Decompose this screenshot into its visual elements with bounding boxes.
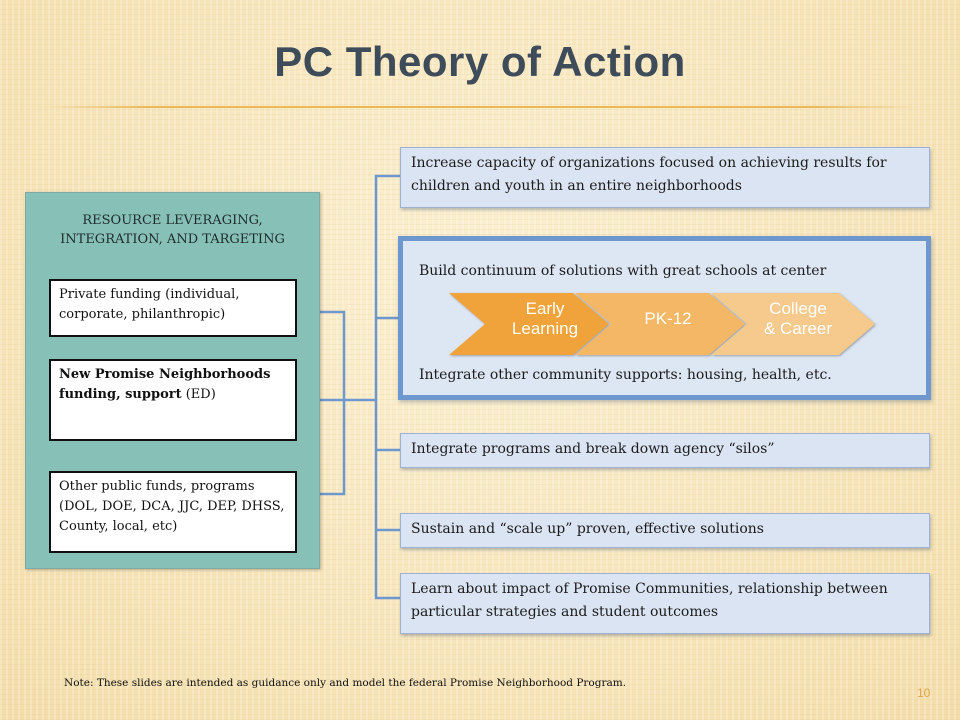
chevron-pk12 bbox=[575, 293, 745, 355]
outcome-learn-text: Learn about impact of Promise Communitie… bbox=[411, 581, 888, 620]
private-funding-text: Private funding (individual, corporate, … bbox=[59, 287, 240, 322]
outcome-capacity: Increase capacity of organizations focus… bbox=[400, 147, 930, 208]
outcome-integrate: Integrate programs and break down agency… bbox=[400, 433, 930, 468]
chevron-early-label: Early Learning bbox=[485, 299, 605, 339]
chevron-college-line2: & Career bbox=[763, 319, 833, 338]
promise-funding-agency: (ED) bbox=[181, 387, 216, 402]
chevron-pk12-line1: PK-12 bbox=[644, 309, 692, 328]
footnote: Note: These slides are intended as guida… bbox=[64, 677, 627, 689]
promise-funding-bold: New Promise Neighborhoods funding, suppo… bbox=[59, 367, 271, 402]
outcome-sustain-text: Sustain and “scale up” proven, effective… bbox=[411, 521, 764, 537]
resource-panel: RESOURCE LEVERAGING, INTEGRATION, AND TA… bbox=[25, 192, 320, 569]
continuum-bottom-text: Integrate other community supports: hous… bbox=[419, 367, 832, 383]
outcome-learn: Learn about impact of Promise Communitie… bbox=[400, 573, 930, 634]
outcome-integrate-text: Integrate programs and break down agency… bbox=[411, 441, 775, 457]
public-funding-box: Other public funds, programs (DOL, DOE, … bbox=[49, 471, 297, 553]
slide-title: PC Theory of Action bbox=[274, 38, 686, 85]
connector-private bbox=[296, 310, 346, 496]
continuum-box: Build continuum of solutions with great … bbox=[398, 236, 931, 400]
promise-funding-box: New Promise Neighborhoods funding, suppo… bbox=[49, 359, 297, 441]
outcome-capacity-text: Increase capacity of organizations focus… bbox=[411, 155, 887, 194]
page-number: 10 bbox=[917, 686, 931, 700]
chevron-pk12-label: PK-12 bbox=[613, 309, 723, 329]
chevron-early-line1: Early bbox=[525, 299, 565, 318]
chevron-early-learning bbox=[449, 293, 609, 355]
title-divider bbox=[40, 106, 920, 108]
private-funding-box: Private funding (individual, corporate, … bbox=[49, 279, 297, 337]
chevron-early-line2: Learning bbox=[511, 319, 579, 338]
continuum-chevrons bbox=[449, 293, 875, 355]
chevron-college-career bbox=[711, 293, 875, 355]
resource-heading: RESOURCE LEVERAGING, INTEGRATION, AND TA… bbox=[60, 213, 285, 247]
public-funding-text: Other public funds, programs (DOL, DOE, … bbox=[59, 479, 285, 534]
outcome-sustain: Sustain and “scale up” proven, effective… bbox=[400, 513, 930, 548]
chevron-college-line1: College bbox=[769, 299, 827, 318]
continuum-top-text: Build continuum of solutions with great … bbox=[419, 263, 827, 279]
chevron-college-label: College & Career bbox=[743, 299, 853, 339]
connector-trunk bbox=[374, 174, 400, 600]
